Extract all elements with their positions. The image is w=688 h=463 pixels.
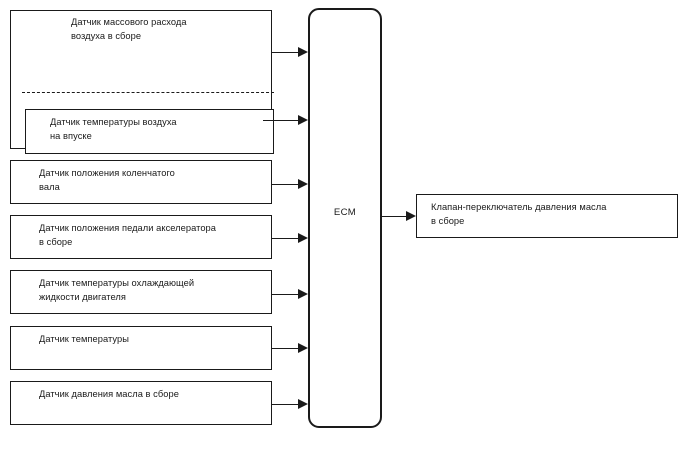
engine-coolant-temperature-sensor-label: Датчик температуры охлаждающей жидкости …	[39, 278, 195, 302]
arrow-crankshaft-to-ecm	[272, 179, 308, 190]
ecm-box	[308, 8, 382, 428]
mass-air-flow-sensor-label: Датчик массового расхода воздуха в сборе	[71, 17, 187, 41]
crankshaft-position-sensor-box: Датчик положения коленчатого вала	[10, 160, 272, 204]
intake-air-temperature-sensor-label: Датчик температуры воздуха на впуске	[50, 117, 177, 141]
accelerator-pedal-position-sensor-box: Датчик положения педали акселератора в с…	[10, 215, 272, 259]
oil-pressure-switching-valve-label: Клапан-переключатель давления масла в сб…	[431, 202, 607, 226]
arrow-maf-to-ecm	[272, 47, 308, 58]
arrow-temperature-to-ecm	[272, 343, 308, 354]
oil-pressure-switching-valve-box: Клапан-переключатель давления масла в сб…	[416, 194, 678, 238]
oil-pressure-sensor-box: Датчик давления масла в сборе	[10, 381, 272, 425]
oil-pressure-sensor-label: Датчик давления масла в сборе	[39, 389, 179, 399]
accelerator-pedal-position-sensor-label: Датчик положения педали акселератора в с…	[39, 223, 216, 247]
crankshaft-position-sensor-label: Датчик положения коленчатого вала	[39, 168, 175, 192]
arrow-accelerator-to-ecm	[272, 233, 308, 244]
arrow-coolant-to-ecm	[272, 289, 308, 300]
intake-air-temperature-sensor-box: Датчик температуры воздуха на впуске	[25, 109, 274, 154]
arrow-ecm-to-valve	[382, 211, 416, 222]
engine-coolant-temperature-sensor-box: Датчик температуры охлаждающей жидкости …	[10, 270, 272, 314]
temperature-sensor-box: Датчик температуры	[10, 326, 272, 370]
temperature-sensor-label: Датчик температуры	[39, 334, 129, 344]
ecm-label: ECM	[333, 207, 357, 218]
mass-air-flow-sensor-group: Датчик массового расхода воздуха в сборе…	[10, 10, 274, 154]
group-divider-dashed-line	[22, 92, 274, 93]
arrow-oil-pressure-to-ecm	[272, 399, 308, 410]
